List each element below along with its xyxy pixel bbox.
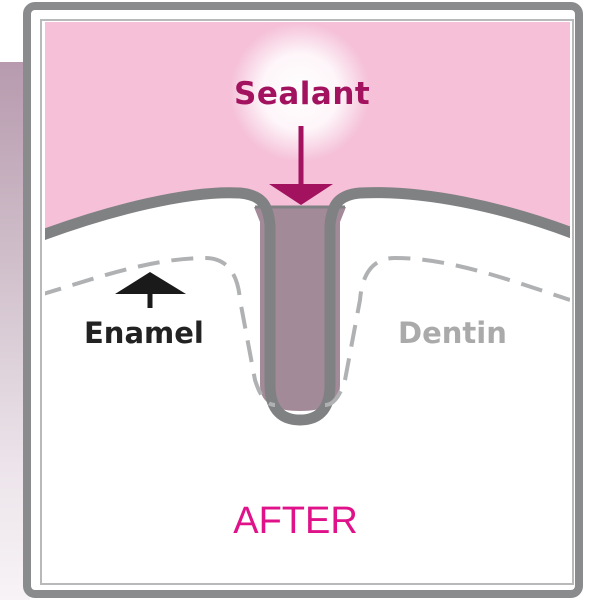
stage-label: AFTER bbox=[0, 500, 591, 543]
sealant-label: Sealant bbox=[234, 76, 370, 112]
dentin-label: Dentin bbox=[398, 316, 507, 350]
enamel-label: Enamel bbox=[84, 316, 204, 350]
